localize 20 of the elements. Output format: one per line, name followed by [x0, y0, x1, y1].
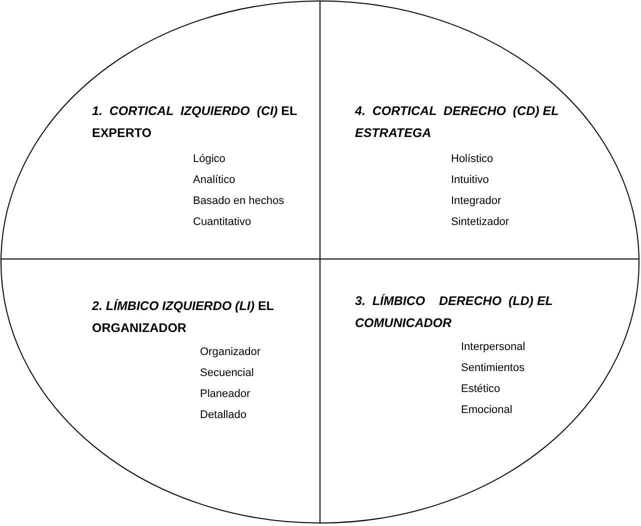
trait-label: Analítico: [193, 173, 236, 187]
trait-label: Organizador: [200, 345, 261, 359]
trait-label: Intuitivo: [451, 173, 489, 187]
trait-label: Sintetizador: [451, 215, 510, 229]
quadrant-heading: 1. CORTICAL IZQUIERDO (CI) EL EXPERTO: [92, 103, 298, 142]
quadrant-heading: 3. LÍMBICO DERECHO (LD) EL COMUNICADOR: [355, 293, 554, 332]
trait-label: Emocional: [461, 403, 512, 417]
trait-label: Integrador: [451, 194, 502, 208]
trait-label: Estético: [461, 382, 500, 396]
trait-label: Holístico: [451, 152, 494, 166]
trait-label: Cuantitativo: [193, 215, 252, 229]
trait-label: Sentimientos: [461, 361, 525, 375]
trait-label: Lógico: [193, 152, 226, 166]
quadrant-heading: 2. LÍMBICO IZQUIERDO (LI) EL ORGANIZADOR: [92, 298, 275, 337]
quadrant-heading: 4. CORTICAL DERECHO (CD) EL ESTRATEGA: [355, 103, 560, 142]
trait-label: Detallado: [200, 408, 246, 422]
trait-label: Basado en hechos: [193, 194, 284, 208]
trait-label: Secuencial: [200, 366, 254, 380]
trait-label: Interpersonal: [461, 340, 526, 354]
trait-label: Planeador: [200, 387, 250, 401]
